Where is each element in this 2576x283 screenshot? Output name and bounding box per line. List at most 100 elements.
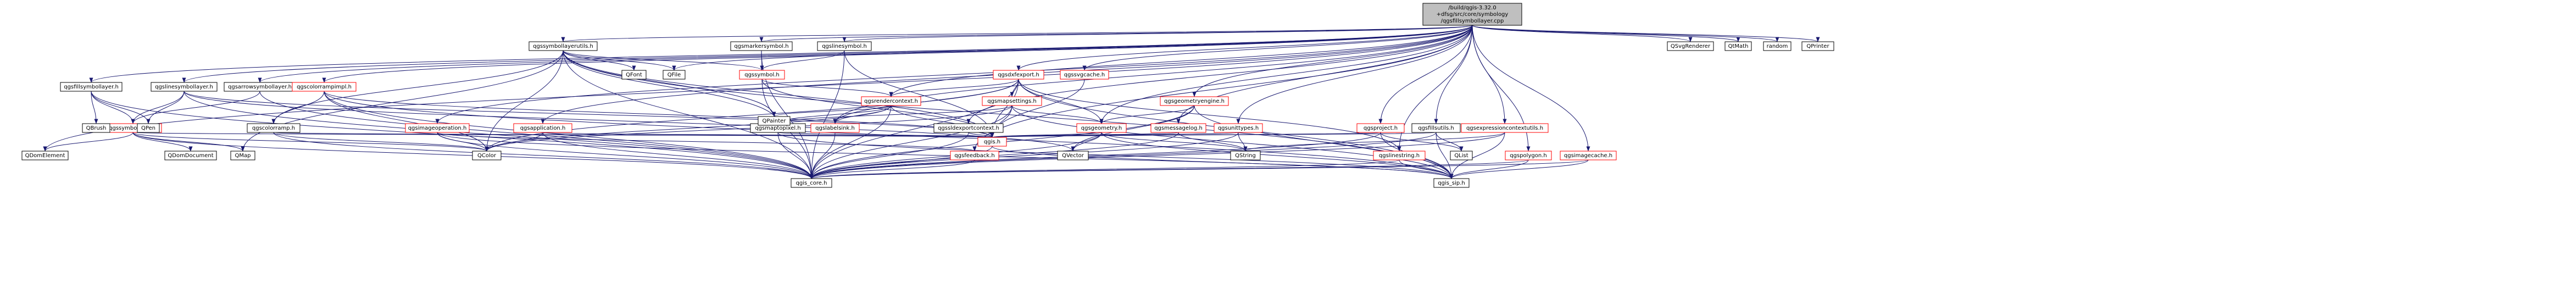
node-label: qgsmaptopixel.h — [755, 125, 800, 131]
node-qgsmapsettings-h[interactable]: qgsmapsettings.h — [982, 96, 1042, 106]
node-qgsunittypes-h[interactable]: qgsunittypes.h — [1214, 123, 1263, 133]
edge-root-to-qgsimageoperation_h — [435, 25, 1473, 124]
edge-qgsgeometry_h-to-QString — [1101, 132, 1248, 152]
node-label: QtMath — [1728, 43, 1749, 49]
node-qgslabelsink-h[interactable]: qgslabelsink.h — [810, 123, 860, 133]
node-label: qgsfeedback.h — [954, 153, 994, 159]
node-qgsrendercontext-h[interactable]: qgsrendercontext.h — [861, 96, 921, 106]
node-qgsfillsymbollayer-h[interactable]: qgsfillsymbollayer.h — [60, 82, 123, 92]
node-label: qgsrendercontext.h — [864, 98, 918, 104]
edge-qgsimageoperation_h-to-qgis_core_h — [437, 132, 814, 179]
node-qgslinesymbol-h[interactable]: qgslinesymbol.h — [817, 41, 872, 51]
node-QPainter[interactable]: QPainter — [758, 116, 791, 126]
node-qgslinestring-h[interactable]: qgslinestring.h — [1373, 151, 1426, 160]
edge-qgsexpressioncontextutils_h-to-qgis_core_h — [809, 132, 1505, 179]
node-box — [1433, 178, 1470, 188]
edge-qgsmaptopixel_h-to-qgis_sip_h — [777, 132, 1454, 179]
edge-qgsfillsymbollayer_h-to-qgssymbollayer_h — [91, 91, 135, 124]
node-label: qgsmapsettings.h — [987, 98, 1037, 104]
edge-qgsgeometryengine_h-to-qgsgeometry_h — [1099, 105, 1195, 124]
node-qgspolygon-h[interactable]: qgspolygon.h — [1505, 151, 1552, 160]
node-random[interactable]: random — [1763, 41, 1791, 51]
node-QVector[interactable]: QVector — [1057, 151, 1089, 160]
node-qgscolorrampimpl-h[interactable]: qgscolorrampimpl.h — [292, 82, 357, 92]
edge-qgssymbollayer_h-to-QDomElement — [43, 132, 133, 152]
node-label: qgsfillsutils.h — [1418, 125, 1454, 131]
node-QString[interactable]: QString — [1230, 151, 1261, 160]
edge-qgsproject_h-to-qgis_core_h — [809, 132, 1381, 179]
node-label: QVector — [1062, 153, 1084, 159]
edge-qgssymbollayerutils_h-to-qgscolorramp_h — [271, 50, 564, 124]
node-QList[interactable]: QList — [1450, 151, 1473, 160]
node-box — [817, 41, 872, 51]
node-box — [1450, 151, 1473, 160]
edge-qgsfillsutils_h-to-QList — [1436, 132, 1464, 152]
node-box — [151, 82, 218, 92]
node-box — [982, 96, 1042, 106]
edge-root-to-qgssymbollayerutils_h — [561, 25, 1473, 42]
node-qgis-sip-h[interactable]: qgis_sip.h — [1433, 178, 1470, 188]
node-qgsfillsutils-h[interactable]: qgsfillsutils.h — [1411, 123, 1461, 133]
node-QSvgRenderer[interactable]: QSvgRenderer — [1667, 41, 1714, 51]
node-box — [791, 178, 832, 188]
node-label: qgspolygon.h — [1510, 153, 1546, 159]
node-qgsimageoperation-h[interactable]: qgsimageoperation.h — [405, 123, 470, 133]
node-label: QPainter — [763, 118, 787, 124]
edge-qgsrendercontext_h-to-qgslabelsink_h — [833, 105, 892, 124]
node-box — [1076, 123, 1127, 133]
node-qgsfeedback-h[interactable]: qgsfeedback.h — [950, 151, 999, 160]
edge-qgsdxfexport_h-to-qgslinestring_h — [1018, 79, 1401, 152]
node-qgsimagecache-h[interactable]: qgsimagecache.h — [1560, 151, 1617, 160]
node-label: QBrush — [86, 125, 107, 131]
node-QPen[interactable]: QPen — [137, 123, 160, 133]
edge-root-to-QFile — [672, 25, 1473, 71]
node-label: qgslabelsink.h — [815, 125, 855, 131]
edge-qgis_h-to-qgis_sip_h — [992, 146, 1454, 179]
node-qgsmarkersymbol-h[interactable]: qgsmarkersymbol.h — [730, 41, 793, 51]
node-box — [1356, 123, 1405, 133]
edge-qgssymbollayerutils_h-to-qgis_core_h — [563, 50, 814, 179]
edge-qgsimageoperation_h-to-qgsfeedback_h — [437, 132, 977, 152]
node-QBrush[interactable]: QBrush — [82, 123, 110, 133]
node-label: qgssldexportcontext.h — [938, 125, 999, 131]
node-QPrinter[interactable]: QPrinter — [1801, 41, 1834, 51]
edge-qgsunittypes_h-to-qgis_h — [991, 132, 1239, 138]
node-qgscolorramp-h[interactable]: qgscolorramp.h — [247, 123, 301, 133]
node-qgssymbol-h[interactable]: qgssymbol.h — [739, 70, 785, 80]
node-label: QFile — [667, 72, 681, 78]
node-qgsmessagelog-h[interactable]: qgsmessagelog.h — [1150, 123, 1206, 133]
node-qgslinesymbollayer-h[interactable]: qgslinesymbollayer.h — [151, 82, 218, 92]
node-box — [1461, 123, 1549, 133]
node-qgsgeometryengine-h[interactable]: qgsgeometryengine.h — [1160, 96, 1229, 106]
node-box — [472, 151, 502, 160]
node-qgsgeometry-h[interactable]: qgsgeometry.h — [1076, 123, 1127, 133]
node-box — [528, 41, 598, 51]
node-qgsproject-h[interactable]: qgsproject.h — [1356, 123, 1405, 133]
node-box — [21, 151, 69, 160]
edge-qgsfillsymbollayer_h-to-QBrush — [91, 91, 98, 124]
node-QFile[interactable]: QFile — [663, 70, 686, 80]
node-QtMath[interactable]: QtMath — [1724, 41, 1752, 51]
edge-qgslinesymbollayer_h-to-qgssymbollayer_h — [131, 91, 185, 124]
node-qgsexpressioncontextutils-h[interactable]: qgsexpressioncontextutils.h — [1461, 123, 1549, 133]
node-QFont[interactable]: QFont — [621, 70, 647, 80]
edge-qgsfillsutils_h-to-qgis_core_h — [809, 132, 1437, 179]
edge-root-to-qgssvgcache_h — [1082, 25, 1473, 71]
node-qgis-core-h[interactable]: qgis_core.h — [791, 178, 832, 188]
node-qgsdxfexport-h[interactable]: qgsdxfexport.h — [993, 70, 1044, 80]
node-box — [292, 82, 357, 92]
node-qgsapplication-h[interactable]: qgsapplication.h — [513, 123, 572, 133]
node-box — [621, 70, 647, 80]
node-qgsarrowsymbollayer-h[interactable]: qgsarrowsymbollayer.h — [224, 82, 296, 92]
node-qgssvgcache-h[interactable]: qgssvgcache.h — [1060, 70, 1109, 80]
node-qgssymbollayerutils-h[interactable]: qgssymbollayerutils.h — [528, 41, 598, 51]
node-QColor[interactable]: QColor — [472, 151, 502, 160]
node-QMap[interactable]: QMap — [230, 151, 255, 160]
edge-qgsrendercontext_h-to-qgis_core_h — [809, 105, 892, 179]
node-qgis-h[interactable]: qgis.h — [977, 137, 1007, 147]
node-box — [1373, 151, 1426, 160]
node-QDomElement[interactable]: QDomElement — [21, 151, 69, 160]
node-QDomDocument[interactable]: QDomDocument — [164, 151, 217, 160]
node-qgssldexportcontext-h[interactable]: qgssldexportcontext.h — [933, 123, 1004, 133]
edge-qgsmapsettings_h-to-qgsgeometry_h — [1011, 105, 1104, 124]
